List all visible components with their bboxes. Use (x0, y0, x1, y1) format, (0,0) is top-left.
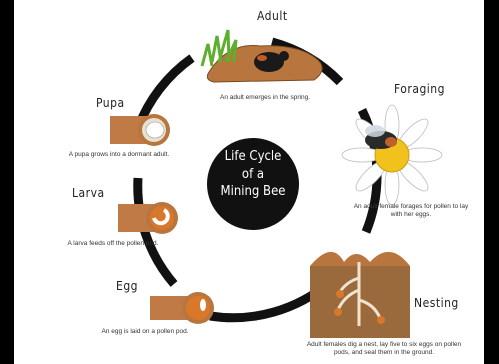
pupa-illustration (110, 114, 170, 146)
nesting-illustration (310, 252, 410, 338)
caption-larva: A larva feeds off the pollen pod. (38, 240, 188, 248)
diagram-title: Life Cycle of a Mining Bee (211, 148, 295, 201)
label-adult: Adult (257, 9, 288, 23)
caption-egg: An egg is laid on a pollen pod. (80, 328, 210, 336)
caption-foraging: An adult female forages for pollen to la… (352, 203, 470, 219)
diagram-frame: Life Cycle of a Mining Bee Adult An adul… (14, 0, 484, 364)
egg-illustration (150, 292, 214, 324)
caption-adult: An adult emerges in the spring. (200, 94, 330, 102)
label-pupa: Pupa (96, 96, 125, 110)
foraging-illustration (342, 105, 442, 205)
title-line-2: of a (211, 166, 295, 184)
larva-illustration (118, 202, 178, 234)
label-nesting: Nesting (414, 296, 459, 310)
caption-nesting: Adult females dig a nest, lay five to si… (304, 341, 464, 357)
label-egg: Egg (116, 279, 138, 293)
title-line-1: Life Cycle (211, 148, 295, 166)
label-foraging: Foraging (394, 82, 445, 96)
label-larva: Larva (72, 186, 105, 200)
adult-illustration (202, 30, 322, 82)
title-line-3: Mining Bee (211, 183, 295, 201)
caption-pupa: A pupa grows into a dormant adult. (44, 151, 194, 159)
